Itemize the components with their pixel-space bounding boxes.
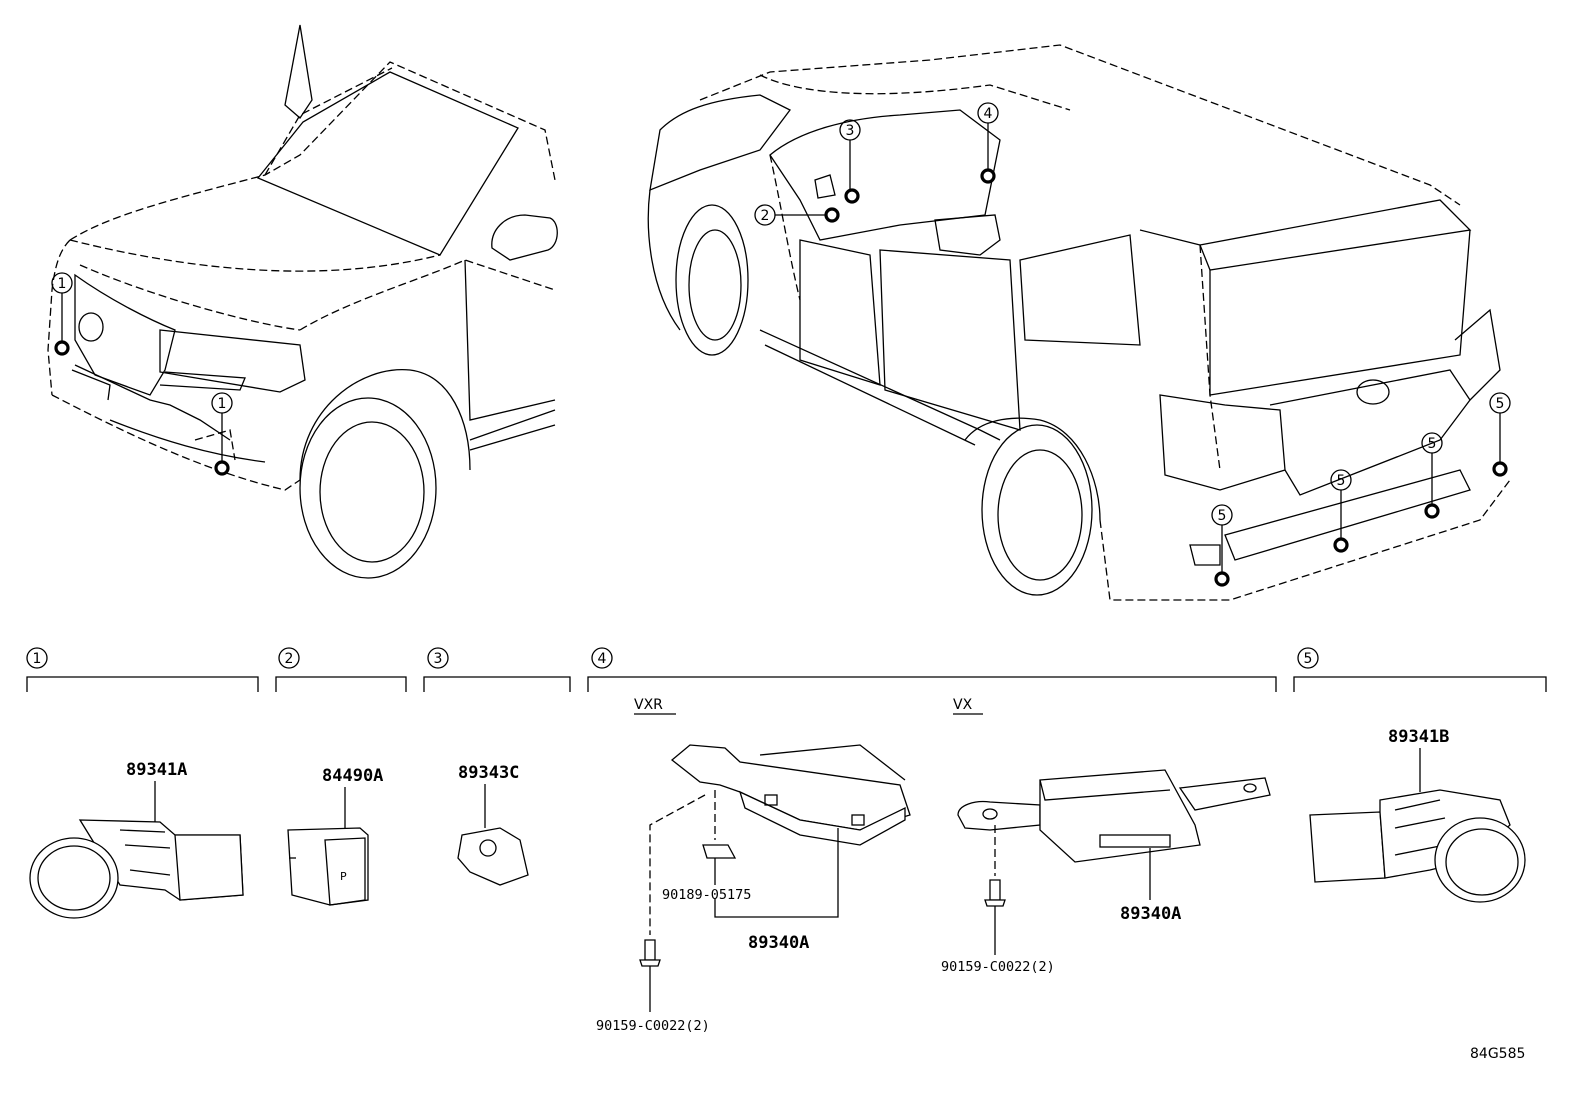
svg-text:5: 5	[1337, 473, 1346, 489]
part-number-89341B: 89341B	[1388, 727, 1449, 747]
callout-4: 4	[977, 102, 999, 184]
part-number-84490A: 84490A	[322, 766, 383, 786]
callout-1-upper: 1	[51, 272, 73, 356]
variant-vx: VX	[953, 697, 983, 715]
svg-text:5: 5	[1304, 651, 1313, 667]
svg-text:1: 1	[58, 276, 67, 292]
group-5-header: 5	[1293, 647, 1547, 692]
part-number-89340A-vxr: 89340A	[748, 933, 809, 953]
svg-text:5: 5	[1496, 396, 1505, 412]
diagram-code: 84G585	[1470, 1046, 1525, 1062]
callout-3: 3	[839, 119, 861, 204]
callout-2: 2	[754, 204, 840, 226]
svg-text:2: 2	[761, 208, 770, 224]
part-number-90159-C0022-vx: 90159-C0022(2)	[941, 959, 1055, 975]
part-number-89340A-vx: 89340A	[1120, 904, 1181, 924]
svg-text:5: 5	[1428, 436, 1437, 452]
svg-text:1: 1	[33, 651, 42, 667]
ecu-callout-vxr: 89340A	[714, 828, 839, 953]
group-4-header: 4	[587, 647, 1277, 692]
svg-text:P: P	[340, 870, 347, 883]
svg-text:VX: VX	[953, 697, 973, 713]
buzzer-icon: 89343C	[457, 763, 529, 886]
part-number-89341A: 89341A	[126, 760, 187, 780]
callout-1-lower: 1	[211, 392, 233, 476]
svg-text:4: 4	[598, 651, 607, 667]
svg-text:3: 3	[434, 651, 443, 667]
svg-text:4: 4	[984, 106, 993, 122]
callout-5-c: 5	[1421, 432, 1443, 519]
bolt-icon: 90159-C0022(2)	[596, 794, 710, 1034]
svg-text:VXR: VXR	[634, 697, 663, 713]
clearance-sensor-icon: 89341A	[29, 760, 244, 919]
clearance-sensor-icon: 89341B	[1309, 727, 1526, 903]
svg-text:2: 2	[285, 651, 294, 667]
callout-5-d: 5	[1489, 392, 1511, 477]
nut-icon: 90189-05175	[662, 790, 751, 903]
group-1-header: 1	[26, 647, 259, 692]
variant-vxr: VXR	[634, 697, 676, 715]
rear-vehicle-illustration	[647, 44, 1511, 601]
part-number-89343C: 89343C	[458, 763, 519, 783]
switch-icon: 84490A P	[287, 766, 383, 906]
ecu-icon	[957, 769, 1271, 863]
callout-5-b: 5	[1330, 469, 1352, 553]
ecu-icon	[670, 744, 911, 846]
bolt-icon: 90159-C0022(2)	[941, 825, 1055, 975]
group-3-header: 3	[423, 647, 571, 692]
callout-5-a: 5	[1211, 504, 1233, 587]
part-number-90189-05175: 90189-05175	[662, 887, 751, 903]
front-vehicle-illustration	[47, 24, 558, 579]
svg-text:5: 5	[1218, 508, 1227, 524]
ecu-callout-vx: 89340A	[1120, 848, 1181, 924]
svg-text:3: 3	[846, 123, 855, 139]
part-number-90159-C0022-vxr: 90159-C0022(2)	[596, 1018, 710, 1034]
svg-text:1: 1	[218, 396, 227, 412]
group-2-header: 2	[275, 647, 407, 692]
